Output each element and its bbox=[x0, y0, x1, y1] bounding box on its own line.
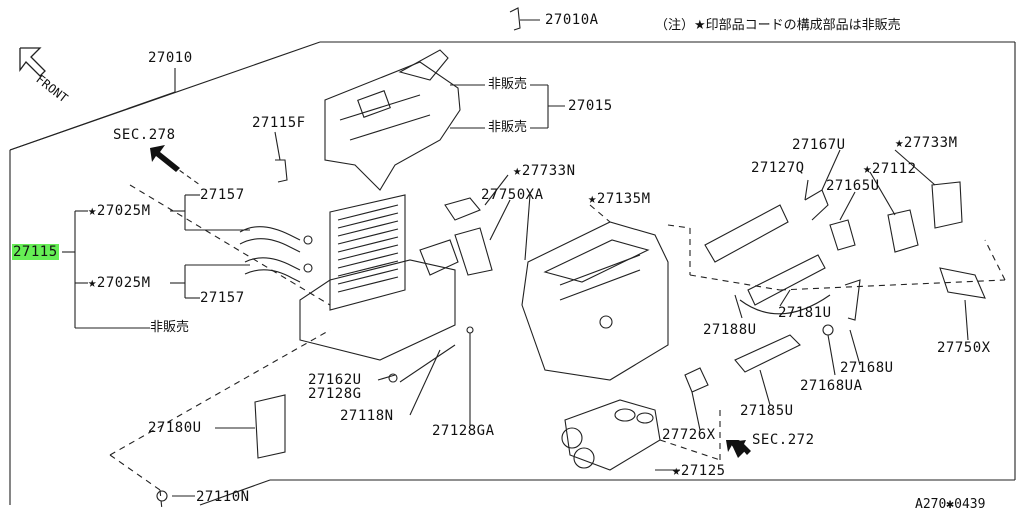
not-for-sale-label: 非販売 bbox=[488, 77, 528, 92]
not-for-sale-label: 非販売 bbox=[150, 320, 190, 335]
part-27128G[interactable]: 27128G bbox=[308, 386, 362, 402]
blower-housing bbox=[561, 399, 661, 471]
heater-housing bbox=[299, 194, 459, 361]
door-parts bbox=[704, 181, 986, 373]
part-27185U[interactable]: 27185U bbox=[740, 403, 794, 419]
part-27733M[interactable]: ★27733M bbox=[895, 135, 958, 151]
part-27010[interactable]: 27010 bbox=[148, 50, 193, 66]
upper-duct-part bbox=[324, 49, 461, 191]
part-27010A[interactable]: 27010A bbox=[545, 12, 599, 28]
part-27167U[interactable]: 27167U bbox=[792, 137, 846, 153]
sec272-arrow-icon bbox=[726, 440, 751, 458]
part-27168UA[interactable]: 27168UA bbox=[800, 378, 863, 394]
part-27128GA[interactable]: 27128GA bbox=[432, 423, 495, 439]
part-27180U[interactable]: 27180U bbox=[148, 420, 202, 436]
section-272-link[interactable]: SEC.272 bbox=[752, 432, 815, 448]
part-27733N[interactable]: ★27733N bbox=[513, 163, 576, 179]
frame-lines bbox=[9, 41, 1016, 506]
part-27135M[interactable]: ★27135M bbox=[588, 191, 651, 207]
part-27181U[interactable]: 27181U bbox=[778, 305, 832, 321]
part-27115-highlighted[interactable]: 27115 bbox=[12, 244, 59, 260]
legend-note: （注）★印部品コードの構成部品は非販売 bbox=[655, 18, 901, 33]
part-27025M[interactable]: ★27025M bbox=[88, 203, 151, 219]
part-27750XA[interactable]: 27750XA bbox=[481, 187, 544, 203]
part-27165U[interactable]: 27165U bbox=[826, 178, 880, 194]
evaporator-case bbox=[521, 221, 669, 381]
part-27750X[interactable]: 27750X bbox=[937, 340, 991, 356]
sec278-arrow-icon bbox=[150, 145, 180, 172]
part-27127Q[interactable]: 27127Q bbox=[751, 160, 805, 176]
part-27726X[interactable]: 27726X bbox=[662, 427, 716, 443]
group-bracket bbox=[62, 194, 250, 329]
part-27110N[interactable]: 27110N bbox=[196, 489, 250, 505]
part-27115-text: 27115 bbox=[12, 244, 59, 260]
bracket-27015 bbox=[450, 84, 565, 129]
assembly-dashes bbox=[109, 184, 1006, 511]
part-27157[interactable]: 27157 bbox=[200, 187, 245, 203]
part-27188U[interactable]: 27188U bbox=[703, 322, 757, 338]
part-27157[interactable]: 27157 bbox=[200, 290, 245, 306]
heater-pipes bbox=[239, 226, 313, 283]
part-27168U[interactable]: 27168U bbox=[840, 360, 894, 376]
part-27162U[interactable]: 27162U bbox=[308, 372, 362, 388]
not-for-sale-label: 非販売 bbox=[488, 120, 528, 135]
section-278-link[interactable]: SEC.278 bbox=[113, 127, 176, 143]
part-27118N[interactable]: 27118N bbox=[340, 408, 394, 424]
leader-lines bbox=[9, 19, 969, 497]
part-27025M[interactable]: ★27025M bbox=[88, 275, 151, 291]
part-27125[interactable]: ★27125 bbox=[672, 463, 726, 479]
front-arrow-icon bbox=[19, 47, 46, 77]
part-27115F[interactable]: 27115F bbox=[252, 115, 306, 131]
part-27112[interactable]: ★27112 bbox=[863, 161, 917, 177]
diagram-code: A270✱0439 bbox=[915, 497, 986, 512]
part-27015[interactable]: 27015 bbox=[568, 98, 613, 114]
